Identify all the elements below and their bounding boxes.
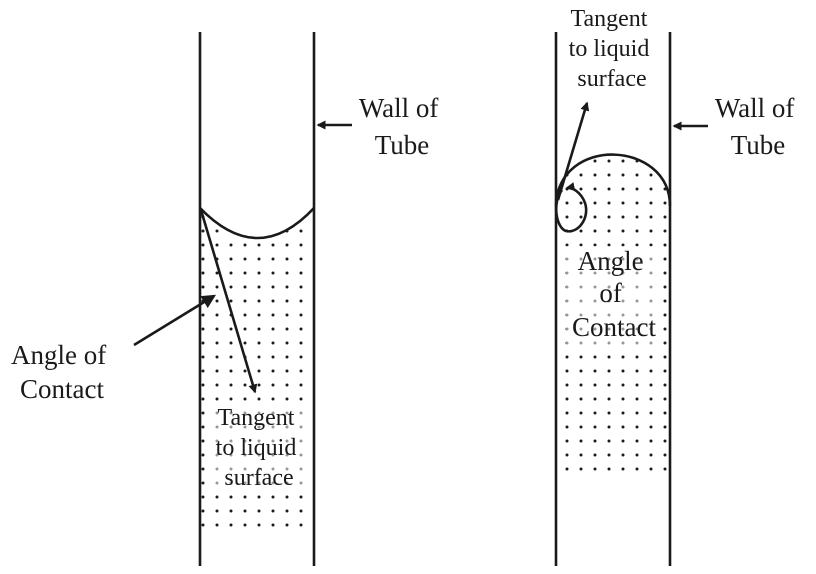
right-meniscus-curve <box>554 153 672 207</box>
right-angle-loop <box>554 182 588 233</box>
right-tangent-arrow <box>556 101 590 201</box>
right-angle-label-group: Angle of Contact <box>566 246 662 346</box>
left-angle-pointer-arrow <box>133 294 216 347</box>
right-angle-label: Angle of Contact <box>572 246 656 342</box>
left-wall-label: Wall of Tube <box>359 93 445 160</box>
left-tangent-label-group: Tangent to liquid surface <box>210 404 308 494</box>
left-meniscus-curve <box>199 207 315 240</box>
left-angle-label: Angle of Contact <box>11 340 113 404</box>
right-wall-label: Wall of Tube <box>715 93 801 160</box>
left-tangent-arrow <box>199 209 258 394</box>
right-tangent-label: Tangent to liquid surface <box>569 6 656 92</box>
left-tangent-label: Tangent to liquid surface <box>216 405 303 491</box>
